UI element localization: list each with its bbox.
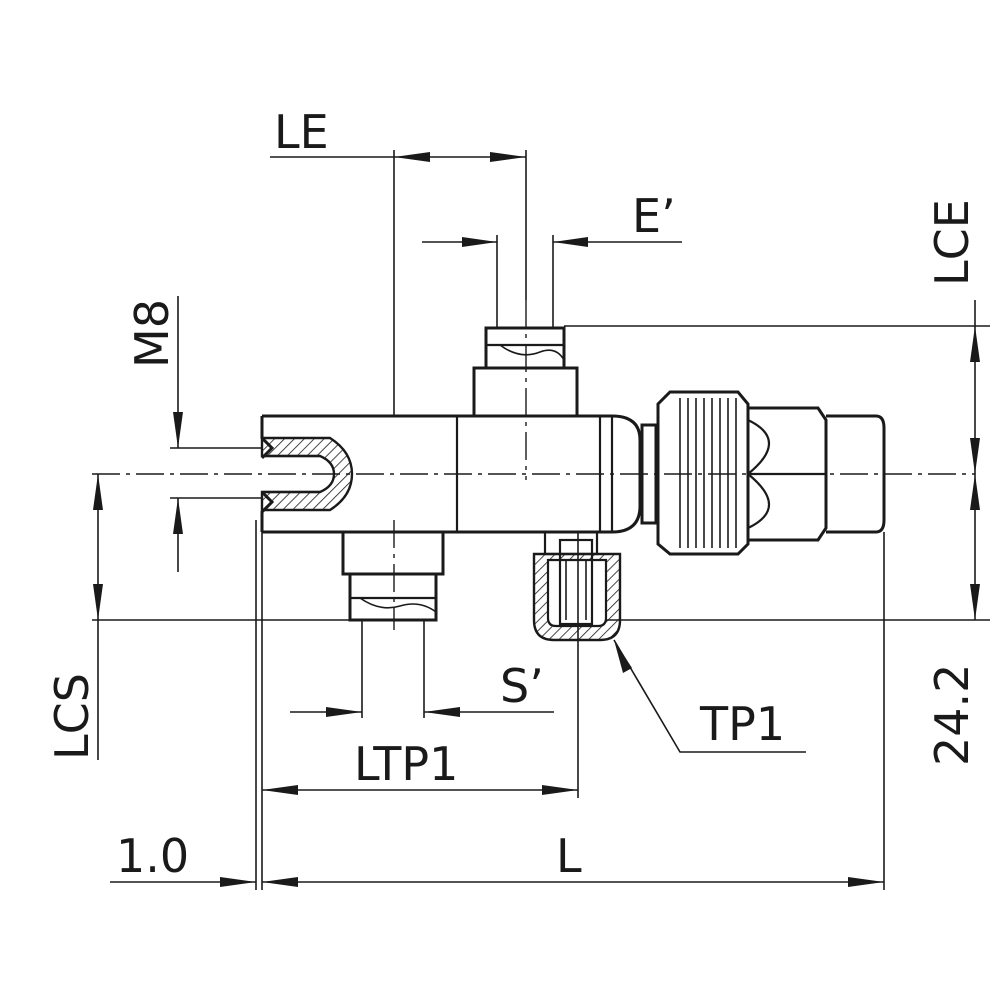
- label-s-prime: S’: [500, 659, 544, 713]
- label-lce: LCE: [925, 199, 979, 286]
- label-le: LE: [274, 105, 329, 159]
- tp1-leader: [613, 639, 806, 753]
- label-e-prime: E’: [632, 189, 676, 243]
- center-lines: [92, 300, 975, 630]
- label-tp1: TP1: [699, 697, 785, 751]
- dim-m8: [170, 296, 262, 572]
- left-threaded-port: [260, 436, 354, 512]
- label-l: L: [556, 829, 582, 883]
- knurl-lines: [679, 398, 737, 548]
- dim-lce: [564, 300, 990, 620]
- tp1-cap: [532, 530, 622, 642]
- dim-ltp1: [262, 532, 579, 798]
- dim-l: [110, 520, 885, 890]
- label-1-0: 1.0: [116, 829, 189, 883]
- label-m8: M8: [125, 299, 179, 368]
- dim-le: [270, 150, 527, 416]
- label-lcs: LCS: [45, 673, 99, 760]
- dim-s-prime: [290, 620, 554, 718]
- bottom-outlet-fitting: [341, 530, 445, 622]
- right-cap-assembly: [640, 390, 886, 556]
- label-ltp1: LTP1: [354, 737, 458, 791]
- dim-e-prime: [422, 235, 682, 328]
- dim-lcs: [92, 474, 350, 760]
- label-24-2: 24.2: [925, 664, 979, 766]
